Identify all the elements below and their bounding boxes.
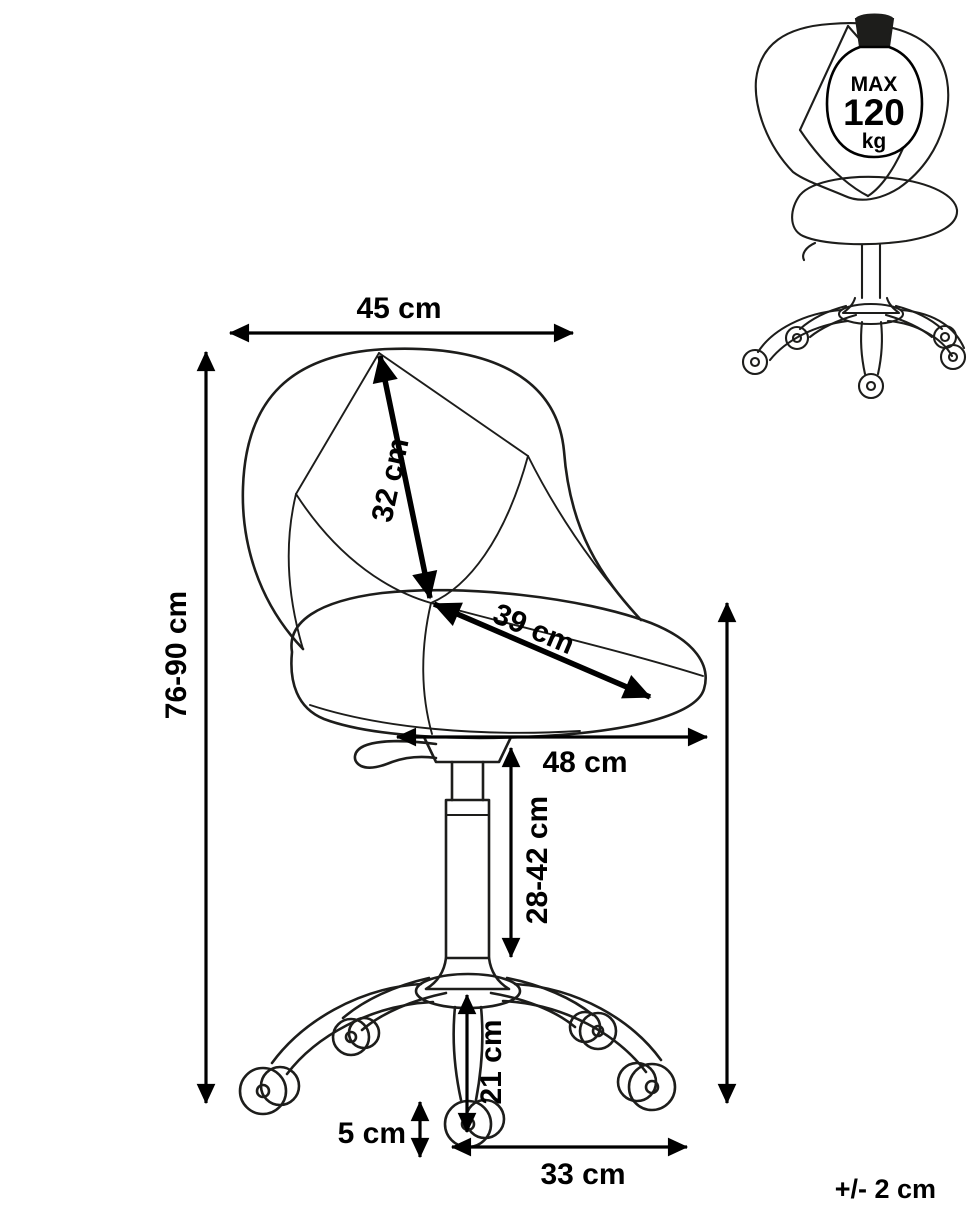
column-height-label: 21 cm xyxy=(475,1019,508,1104)
weight-value-label: 120 xyxy=(843,92,905,133)
weight-max-label: MAX xyxy=(851,73,898,96)
overall-height-label: 76-90 cm xyxy=(160,591,193,719)
five-star-base xyxy=(238,972,677,1149)
weight-body xyxy=(825,45,924,159)
main-chair-drawing xyxy=(238,347,707,1149)
dim-column-height: 21 cm xyxy=(457,993,508,1134)
gas-lift-range-label: 28-42 cm xyxy=(521,796,554,924)
seat-width-label: 48 cm xyxy=(542,746,627,779)
weight-badge: MAX 120 kg xyxy=(825,13,924,159)
gas-lift-column xyxy=(353,735,513,991)
dim-gas-lift-range: 28-42 cm xyxy=(501,746,554,959)
seat-diagonal-label: 39 cm xyxy=(488,597,579,661)
weight-neck xyxy=(854,18,895,48)
mini-chair xyxy=(741,22,967,400)
caster-front-center xyxy=(443,1098,506,1149)
base-span-label: 33 cm xyxy=(540,1158,625,1191)
dimension-annotations: 45 cm 76-90 cm 32 cm 39 cm 48 cm 28-42 c… xyxy=(160,292,936,1204)
dim-caster-height: 5 cm xyxy=(338,1100,430,1159)
caster-back-left xyxy=(331,1016,381,1057)
mini-casters xyxy=(741,324,967,400)
dim-overall-height: 76-90 cm xyxy=(160,350,216,1105)
caster-front-left xyxy=(238,1065,301,1116)
dim-backrest-diagonal: 32 cm xyxy=(366,354,438,600)
max-weight-illustration: MAX 120 kg xyxy=(741,13,967,400)
backrest-width-label: 45 cm xyxy=(356,292,441,325)
height-lever xyxy=(353,739,438,769)
weight-unit-label: kg xyxy=(862,130,887,153)
dim-base-span: 33 cm xyxy=(450,1137,689,1191)
mini-height-lever xyxy=(802,241,817,262)
caster-height-label: 5 cm xyxy=(338,1117,406,1150)
dim-seat-width: 48 cm xyxy=(395,727,709,779)
caster-back-right xyxy=(568,1010,618,1051)
caster-front-right xyxy=(616,1061,677,1112)
tolerance-label: +/- 2 cm xyxy=(835,1174,936,1204)
dim-backrest-width: 45 cm xyxy=(228,292,575,343)
